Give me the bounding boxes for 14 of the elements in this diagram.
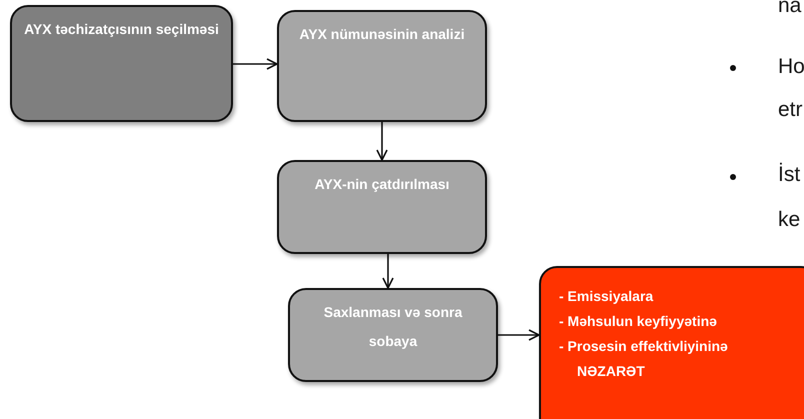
- arrow: [498, 329, 540, 341]
- arrow: [376, 122, 388, 161]
- control-box: - Emissiyalara - Məhsulun keyfiyyətinə - Prosesin effektivliyininə NƏZARƏT: [539, 266, 804, 419]
- text-fragment: ke: [778, 208, 800, 232]
- process-box: AYX-nin çatdırılması: [277, 160, 487, 254]
- arrow: [382, 254, 394, 289]
- process-box: Saxlanması və sonra sobaya: [288, 288, 498, 382]
- text-fragment: Ho: [778, 55, 804, 79]
- text-fragment: etr: [778, 98, 803, 122]
- text-fragment: İst: [778, 163, 800, 187]
- text-fragment: na: [778, 0, 802, 18]
- process-box: AYX nümunəsinin analizi: [277, 10, 487, 122]
- process-box: AYX təchizatçısının seçilməsi: [10, 5, 233, 122]
- arrow: [233, 58, 278, 70]
